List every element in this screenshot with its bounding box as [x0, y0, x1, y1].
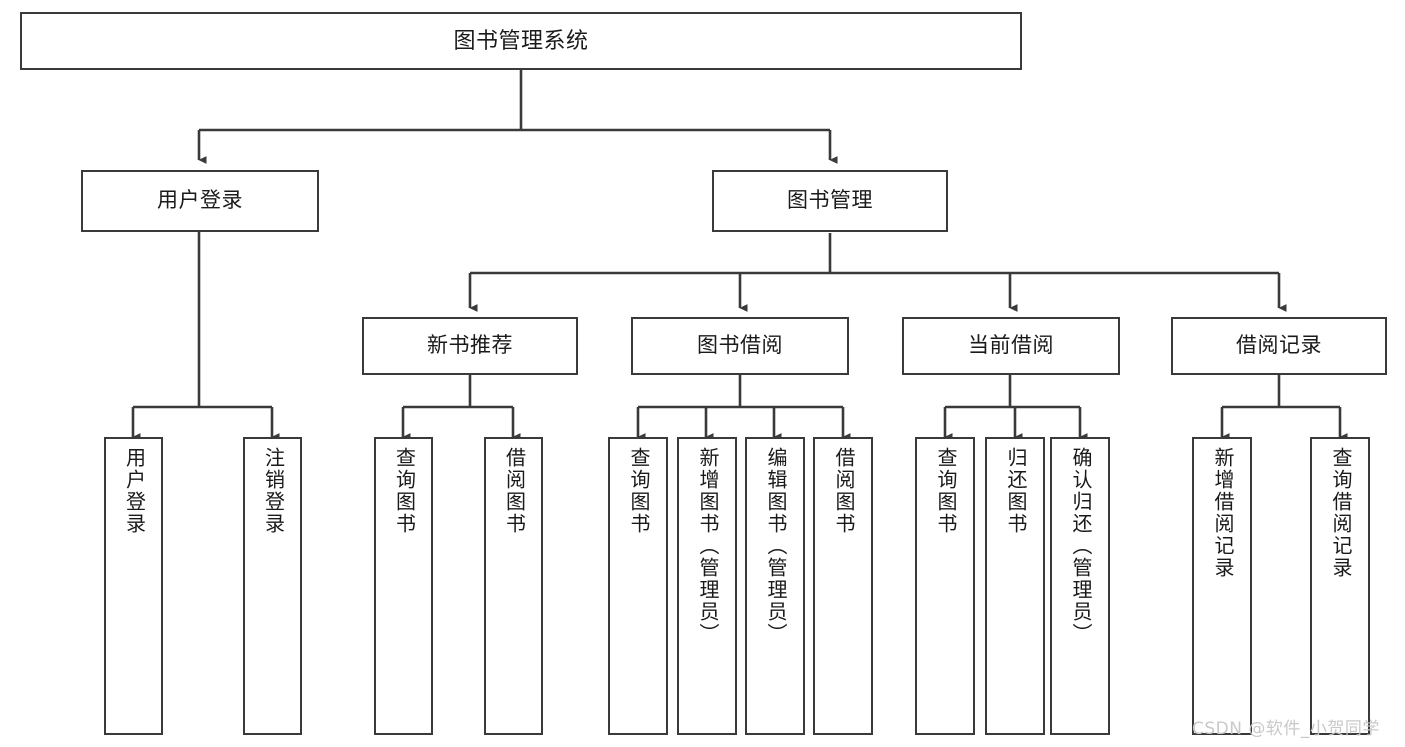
node-book-management[interactable]: 图书管理 — [712, 170, 948, 232]
node-user-login[interactable]: 用户登录 — [81, 170, 319, 232]
node-leaf-add-book[interactable]: 新增图书（管理员） — [677, 437, 737, 735]
node-leaf-query-book-1[interactable]: 查询图书 — [374, 437, 433, 735]
node-label: 当前借阅 — [968, 333, 1054, 357]
node-leaf-confirm-return[interactable]: 确认归还（管理员） — [1050, 437, 1110, 735]
node-label: 新增图书（管理员） — [696, 447, 718, 645]
node-label: 用户登录 — [157, 188, 243, 212]
node-root-system[interactable]: 图书管理系统 — [20, 12, 1022, 70]
node-leaf-borrow-book-1[interactable]: 借阅图书 — [484, 437, 543, 735]
node-leaf-edit-book[interactable]: 编辑图书（管理员） — [745, 437, 805, 735]
node-leaf-add-record[interactable]: 新增借阅记录 — [1192, 437, 1252, 735]
node-label: 借阅记录 — [1236, 333, 1322, 357]
node-current-borrow[interactable]: 当前借阅 — [902, 317, 1120, 375]
node-book-borrow[interactable]: 图书借阅 — [631, 317, 849, 375]
node-leaf-return-book[interactable]: 归还图书 — [985, 437, 1045, 735]
node-label: 查询图书 — [392, 447, 415, 535]
node-label: 归还图书 — [1004, 447, 1026, 535]
watermark-text: CSDN @软件_小贺同学 — [1192, 719, 1380, 739]
node-label: 借阅图书 — [832, 447, 854, 535]
node-label: 图书管理 — [787, 188, 873, 212]
node-leaf-borrow-book-2[interactable]: 借阅图书 — [813, 437, 873, 735]
node-label: 查询借阅记录 — [1329, 447, 1351, 579]
node-label: 用户登录 — [122, 447, 145, 535]
node-label: 编辑图书（管理员） — [764, 447, 786, 645]
node-label: 新书推荐 — [427, 333, 513, 357]
node-label: 查询图书 — [934, 447, 956, 535]
node-label: 确认归还（管理员） — [1069, 447, 1091, 645]
node-label: 查询图书 — [627, 447, 649, 535]
node-leaf-query-book-2[interactable]: 查询图书 — [608, 437, 668, 735]
node-borrow-record[interactable]: 借阅记录 — [1171, 317, 1387, 375]
node-new-book-recommend[interactable]: 新书推荐 — [362, 317, 578, 375]
node-leaf-logout-login[interactable]: 注销登录 — [243, 437, 302, 735]
node-leaf-query-book-3[interactable]: 查询图书 — [915, 437, 975, 735]
node-label: 注销登录 — [261, 447, 284, 535]
node-label: 图书借阅 — [697, 333, 783, 357]
node-label: 借阅图书 — [502, 447, 525, 535]
node-leaf-query-record[interactable]: 查询借阅记录 — [1310, 437, 1370, 735]
node-leaf-user-login[interactable]: 用户登录 — [104, 437, 163, 735]
node-label: 图书管理系统 — [453, 28, 589, 54]
node-label: 新增借阅记录 — [1211, 447, 1233, 579]
